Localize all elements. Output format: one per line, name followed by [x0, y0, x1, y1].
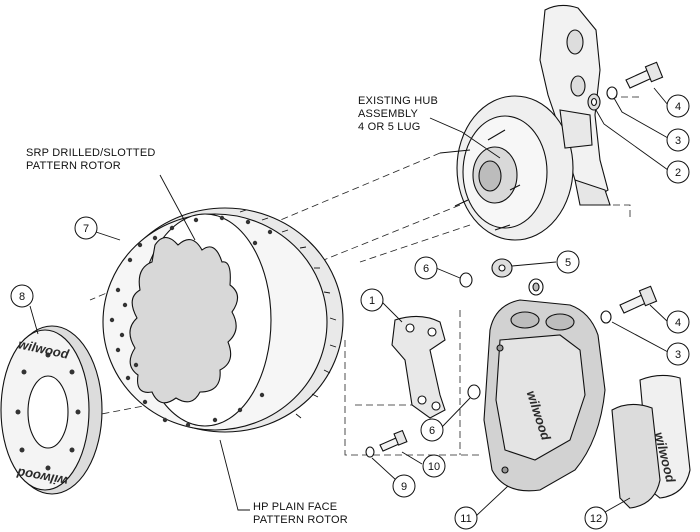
callout-leader-lines	[29, 87, 669, 517]
callout-5-number: 5	[565, 257, 571, 269]
callout-2-number: 2	[675, 167, 681, 179]
callout-6-upper: 6	[414, 256, 438, 280]
srp-rotor-label-line2: PATTERN ROTOR	[26, 160, 121, 172]
hub-assembly	[439, 95, 593, 241]
callout-4-upper: 4	[666, 94, 690, 118]
text-labels: EXISTING HUB ASSEMBLY 4 OR 5 LUG SRP DRI…	[26, 95, 438, 526]
callout-3-upper: 3	[666, 128, 690, 152]
spacer-washers	[459, 258, 544, 400]
callout-12: 12	[584, 506, 608, 530]
callout-1: 1	[360, 288, 384, 312]
callout-4-lower-number: 4	[675, 317, 681, 329]
steering-knuckle	[539, 4, 611, 206]
callout-5: 5	[556, 250, 580, 274]
lower-bolt-hardware	[600, 285, 658, 324]
brake-pads: wilwood	[611, 374, 691, 509]
caliper-bracket	[391, 315, 446, 419]
upper-bolt-hardware	[587, 61, 664, 111]
callout-4-upper-number: 4	[675, 101, 681, 113]
label-leader-lines	[159, 117, 501, 511]
callout-7-number: 7	[83, 223, 89, 235]
callout-10-number: 10	[428, 461, 440, 473]
rotor-hat: wilwood wilwood	[0, 325, 103, 495]
callout-6-upper-number: 6	[423, 263, 429, 275]
caliper: wilwood	[483, 299, 606, 492]
callout-6-lower-number: 6	[429, 425, 435, 437]
callout-6-lower: 6	[420, 418, 444, 442]
callout-3-lower: 3	[666, 342, 690, 366]
callout-7: 7	[74, 216, 98, 240]
srp-drilled-slotted-rotor	[102, 207, 344, 433]
callout-9-number: 9	[401, 481, 407, 493]
callout-11-number: 11	[460, 513, 471, 525]
callout-11: 11	[454, 506, 478, 530]
hub-label-line1: EXISTING HUB	[358, 95, 438, 107]
callout-4-lower: 4	[666, 310, 690, 334]
hub-label-line3: 4 OR 5 LUG	[358, 121, 421, 133]
callout-2: 2	[666, 160, 690, 184]
callout-8-number: 8	[19, 291, 25, 303]
callout-9: 9	[392, 474, 416, 498]
hp-rotor-label-line1: HP PLAIN FACE	[253, 501, 337, 513]
callout-3-lower-number: 3	[675, 349, 681, 361]
callout-3-upper-number: 3	[675, 135, 681, 147]
callout-10: 10	[422, 454, 446, 478]
hub-label-line2: ASSEMBLY	[358, 108, 419, 120]
callouts: 4 3 2 5 6 1 6 7	[10, 94, 690, 530]
hp-rotor-label-line2: PATTERN ROTOR	[253, 514, 348, 526]
srp-rotor-label-line1: SRP DRILLED/SLOTTED	[26, 147, 156, 159]
callout-1-number: 1	[369, 295, 375, 307]
callout-8: 8	[10, 284, 34, 308]
bleeder-hardware	[365, 429, 408, 458]
callout-12-number: 12	[590, 513, 602, 525]
